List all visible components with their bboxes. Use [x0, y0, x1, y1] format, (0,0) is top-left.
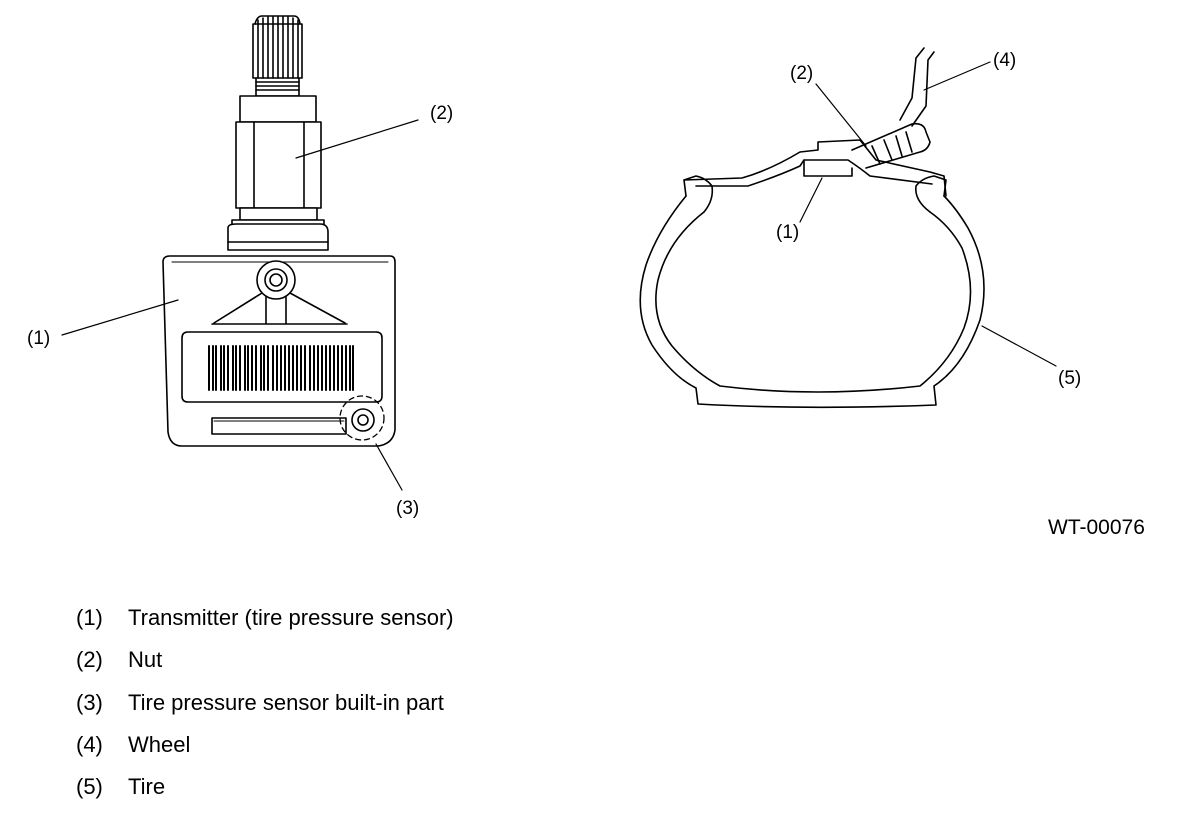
- legend-item: (4) Wheel: [76, 730, 454, 772]
- wheel-transmitter: [803, 159, 853, 177]
- legend-text: Wheel: [128, 731, 191, 757]
- legend-number: (2): [76, 647, 103, 673]
- barcode: [208, 345, 354, 391]
- wheel-callout-2: (2): [790, 63, 813, 84]
- transmitter-body: [162, 255, 396, 447]
- legend-text: Transmitter (tire pressure sensor): [128, 605, 454, 630]
- parts-legend: (1) Transmitter (tire pressure sensor) (…: [76, 603, 454, 814]
- wheel-tire-section-drawing: [639, 47, 1057, 409]
- legend-text: Tire pressure sensor built-in part: [128, 689, 444, 715]
- legend-item: (1) Transmitter (tire pressure sensor): [76, 603, 454, 645]
- legend-item: (5) Tire: [76, 772, 454, 814]
- tire-outline: [639, 195, 985, 409]
- wheel-callout-1: (1): [776, 222, 799, 243]
- sensor-callout-2: (2): [430, 103, 453, 124]
- wheel-callout-5: (5): [1058, 368, 1081, 389]
- figure-code: WT-00076: [1048, 516, 1145, 539]
- wheel-spoke: [899, 47, 925, 121]
- legend-number: (3): [76, 689, 103, 715]
- legend-text: Nut: [128, 647, 163, 673]
- legend-item: (3) Tire pressure sensor built-in part: [76, 688, 454, 730]
- wheel-valve-nut: [851, 122, 931, 169]
- legend-text: Tire: [128, 774, 166, 800]
- tire-pressure-sensor-drawing: [61, 15, 419, 491]
- valve-cap: [252, 15, 303, 97]
- valve-nut: [235, 95, 322, 221]
- wheel-callout-4: (4): [993, 50, 1016, 71]
- sensor-callout-1: (1): [27, 328, 50, 349]
- legend-number: (1): [76, 605, 103, 630]
- rim-outline: [683, 139, 947, 197]
- valve-grommet: [227, 219, 329, 251]
- legend-item: (2) Nut: [76, 645, 454, 687]
- legend-number: (4): [76, 731, 103, 757]
- sensor-callout-3: (3): [396, 498, 419, 519]
- diagram-figure: (2) (1) (3) (2) (4) (1) (5) WT-00076: [27, 15, 1145, 539]
- legend-number: (5): [76, 774, 103, 800]
